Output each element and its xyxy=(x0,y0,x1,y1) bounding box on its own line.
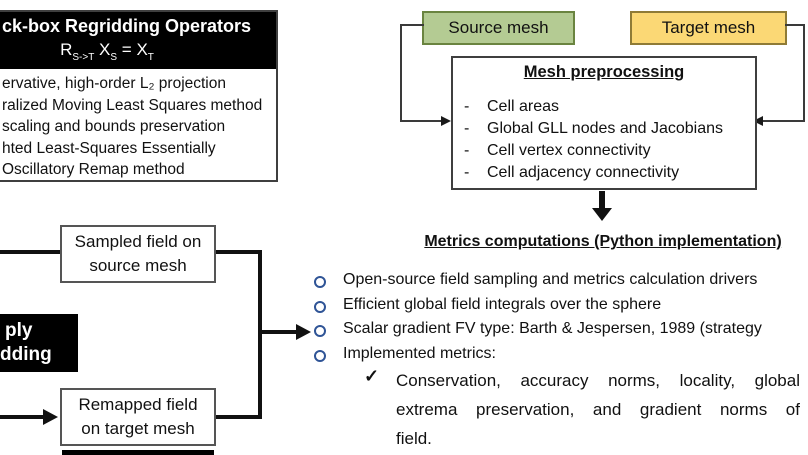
implemented-metrics-detail: Conservation, accuracy norms, locality, … xyxy=(396,366,800,453)
metrics-bullet: Efficient global field integrals over th… xyxy=(314,296,762,321)
metrics-bullet-label: Efficient global field integrals over th… xyxy=(343,295,662,313)
sampled-field-label: Sampled field on xyxy=(74,232,202,251)
formula-t-subscript: T xyxy=(147,52,154,63)
circle-bullet-icon xyxy=(314,350,326,363)
remapped-field-label: Remapped field xyxy=(78,395,198,414)
source-arrowhead-icon xyxy=(441,116,451,126)
apply-regridding-label: ply xyxy=(5,320,33,341)
apply-regridding-box: ply dding xyxy=(0,314,78,372)
down-arrow-icon xyxy=(592,208,612,221)
check-line: extrema preservation, and gradient norms… xyxy=(396,400,800,419)
check-line: Conservation, accuracy norms, locality, … xyxy=(396,371,800,390)
metrics-bullet-list: Open-source field sampling and metrics c… xyxy=(314,271,762,370)
remapped-field-box: Remapped field on target mesh xyxy=(60,388,216,446)
dash-bullet: - xyxy=(464,120,470,137)
apply-regridding-label: dding xyxy=(0,344,52,365)
flow-arrowhead-icon xyxy=(296,324,311,340)
regridding-operators-header xyxy=(0,12,276,69)
regridding-operators-title: ck-box Regridding Operators xyxy=(2,16,252,36)
preprocessing-item: - Cell areas xyxy=(464,96,755,118)
remapped-field-label: on target mesh xyxy=(81,419,195,438)
target-connector-line xyxy=(763,120,805,122)
source-connector-line xyxy=(400,24,424,26)
clipped-bottom-box xyxy=(62,450,214,455)
metrics-bullet: Open-source field sampling and metrics c… xyxy=(314,271,762,296)
preprocessing-item: - Cell adjacency connectivity xyxy=(464,162,755,184)
sampled-field-label: source mesh xyxy=(89,256,187,275)
flow-line xyxy=(0,415,44,419)
sampled-field-box: Sampled field on source mesh xyxy=(60,225,216,283)
operators-list-item: Oscillatory Remap method xyxy=(2,161,185,178)
metrics-bullet: Implemented metrics: xyxy=(314,345,762,370)
preprocessing-item: - Cell vertex connectivity xyxy=(464,140,755,162)
preprocessing-item-label: Cell vertex connectivity xyxy=(487,142,651,159)
formula-r: R xyxy=(60,40,73,59)
preprocessing-item-label: Cell adjacency connectivity xyxy=(487,164,680,181)
regridding-formula: RS->T XS = XT xyxy=(60,40,154,63)
mesh-preprocessing-title: Mesh preprocessing xyxy=(523,63,685,81)
target-connector-line xyxy=(785,24,805,26)
formula-x-subscript: S xyxy=(110,52,118,63)
dash-bullet: - xyxy=(464,164,470,181)
regridding-operators-list: ervative, high-order L₂ projection raliz… xyxy=(2,73,263,180)
mesh-preprocessing-box: Mesh preprocessing - Cell areas - Global… xyxy=(451,56,757,190)
target-mesh-label: Target mesh xyxy=(661,18,756,37)
preprocessing-item-label: Global GLL nodes and Jacobians xyxy=(487,120,724,137)
operators-list-item: ervative, high-order L₂ projection xyxy=(2,75,226,92)
source-connector-line xyxy=(400,24,402,122)
preprocessing-item: - Global GLL nodes and Jacobians xyxy=(464,118,755,140)
circle-bullet-icon xyxy=(314,276,326,288)
operators-list-item: hted Least-Squares Essentially xyxy=(2,139,216,157)
formula-x: X xyxy=(99,40,111,59)
source-connector-line xyxy=(400,120,442,122)
metrics-bullet-label: Implemented metrics: xyxy=(343,345,496,363)
operators-list-item: ralized Moving Least Squares method xyxy=(2,96,263,114)
flow-line xyxy=(216,415,262,419)
flow-line xyxy=(216,250,262,254)
metrics-bullet-label: Open-source field sampling and metrics c… xyxy=(343,271,758,288)
flow-line xyxy=(262,330,297,334)
target-arrowhead-icon xyxy=(753,116,763,126)
flow-arrowhead-icon xyxy=(43,409,58,425)
preprocessing-item-label: Cell areas xyxy=(487,98,560,115)
down-arrow-shaft xyxy=(599,191,605,209)
formula-r-subscript: S->T xyxy=(72,52,95,63)
check-line: field. xyxy=(396,429,432,448)
metrics-bullet-label: Scalar gradient FV type: Barth & Jespers… xyxy=(343,320,762,338)
regridding-operators-box: ck-box Regridding Operators RS->T XS = X… xyxy=(0,10,278,182)
metrics-heading: Metrics computations (Python implementat… xyxy=(424,233,782,250)
check-icon: ✓ xyxy=(364,366,380,386)
circle-bullet-icon xyxy=(314,300,326,313)
dash-bullet: - xyxy=(464,142,470,159)
metrics-bullet: Scalar gradient FV type: Barth & Jespers… xyxy=(314,320,762,345)
operators-list-item: scaling and bounds preservation xyxy=(2,118,226,135)
circle-bullet-icon xyxy=(314,325,326,338)
mesh-preprocessing-list: - Cell areas - Global GLL nodes and Jaco… xyxy=(453,96,755,184)
dash-bullet: - xyxy=(464,98,470,115)
flow-line xyxy=(0,250,60,254)
flow-line xyxy=(258,250,262,419)
formula-eq: = X xyxy=(121,40,148,59)
source-mesh-label: Source mesh xyxy=(448,18,549,37)
target-mesh-box: Target mesh xyxy=(630,11,787,45)
source-mesh-box: Source mesh xyxy=(422,11,575,45)
target-connector-line xyxy=(803,24,805,122)
